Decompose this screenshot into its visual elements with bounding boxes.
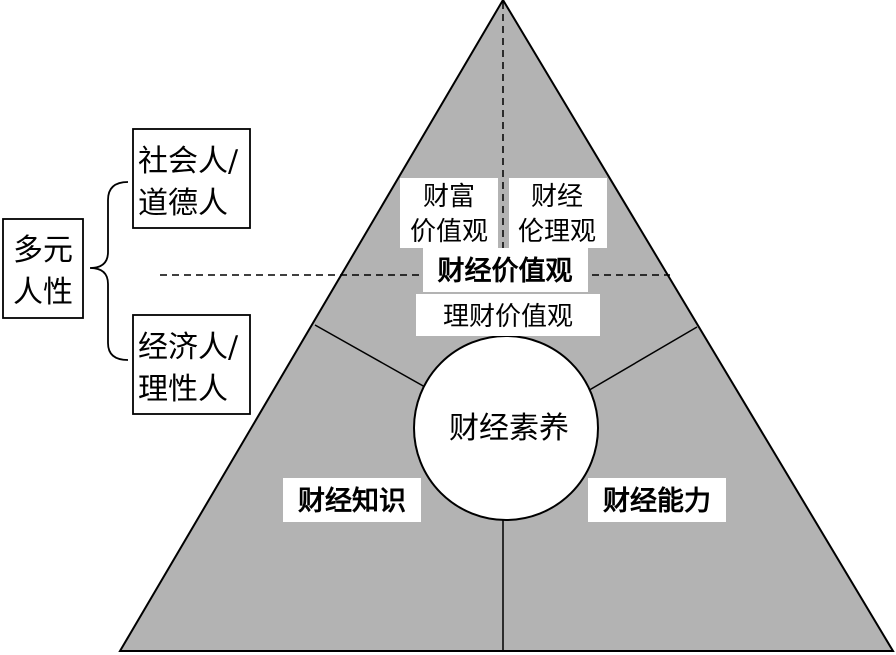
branch-bottom-line-2: 理性人	[138, 372, 228, 407]
values-label-box	[423, 248, 588, 292]
apex-right-line-1: 财经	[531, 182, 583, 212]
values-label: 财经价值观	[438, 255, 573, 287]
apex-right-box	[509, 178, 607, 248]
branch-top-line-1: 社会人/	[138, 144, 239, 179]
root-box	[2, 218, 84, 319]
brace	[89, 181, 129, 361]
apex-left-line-2: 价值观	[410, 217, 488, 247]
left-label-box	[283, 478, 421, 522]
center-label: 财经素养	[449, 411, 569, 446]
apex-right-line-2: 伦理观	[518, 217, 596, 247]
divider-right-edge	[585, 326, 698, 393]
branch-bottom-line-1: 经济人/	[138, 330, 239, 365]
finance-values-label: 理财价值观	[443, 302, 573, 332]
branch-bottom-box	[132, 314, 251, 415]
left-label: 财经知识	[298, 485, 406, 517]
branch-top-line-2: 道德人	[138, 186, 228, 221]
apex-left-box	[400, 178, 498, 248]
apex-left-line-1: 财富	[423, 182, 475, 212]
finance-values-box	[416, 294, 600, 336]
branch-top-box	[132, 128, 251, 229]
root-line-2: 人性	[13, 275, 73, 310]
divider-left-edge	[314, 324, 426, 388]
root-line-1: 多元	[13, 233, 73, 268]
right-label: 财经能力	[603, 485, 711, 517]
right-label-box	[588, 478, 726, 522]
